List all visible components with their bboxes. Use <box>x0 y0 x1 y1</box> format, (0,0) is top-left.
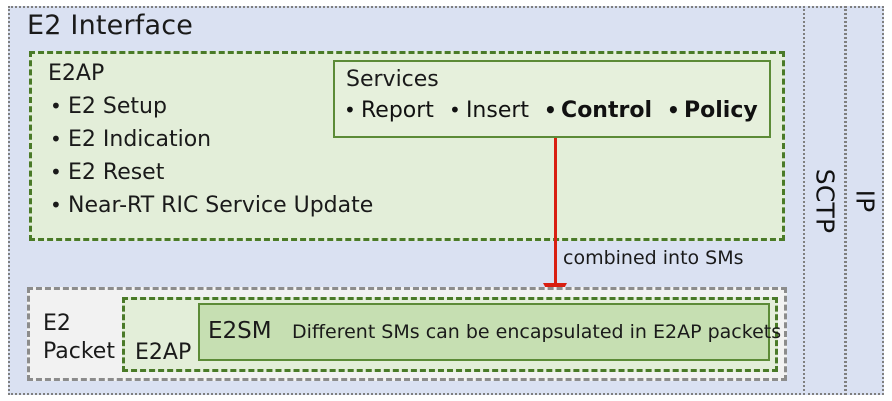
e2ap-packet-label: E2AP <box>135 340 192 365</box>
service-item-insert: Insert <box>449 98 529 123</box>
list-item: E2 Reset <box>50 156 373 189</box>
e2-packet-label-line1: E2 <box>43 311 71 336</box>
service-item-control: Control <box>544 98 652 123</box>
e2sm-box: E2SM Different SMs can be encapsulated i… <box>198 303 782 361</box>
protocol-label-sctp: SCTP <box>810 168 839 233</box>
e2ap-message-list: E2 Setup E2 Indication E2 Reset Near-RT … <box>50 90 373 222</box>
diagram-title: E2 Interface <box>27 10 194 41</box>
list-item: Near-RT RIC Service Update <box>50 189 373 222</box>
services-box: Services Report Insert Control Policy <box>333 60 771 138</box>
list-item: E2 Indication <box>50 123 373 156</box>
service-item-report: Report <box>344 98 434 123</box>
flow-arrow-shaft <box>554 138 557 286</box>
e2-packet-label-line2: Packet <box>43 339 115 364</box>
e2sm-description: Different SMs can be encapsulated in E2A… <box>292 321 782 343</box>
services-item-list: Report Insert Control Policy <box>344 98 773 123</box>
service-item-policy: Policy <box>667 98 758 123</box>
list-item: E2 Setup <box>50 90 373 123</box>
protocol-column-sctp: SCTP <box>803 6 846 395</box>
flow-arrow-label: combined into SMs <box>563 247 744 269</box>
protocol-column-ip: IP <box>845 6 884 395</box>
protocol-label-ip: IP <box>850 189 879 212</box>
e2ap-box-title: E2AP <box>48 61 105 86</box>
e2sm-label: E2SM <box>208 318 272 344</box>
services-box-title: Services <box>346 67 439 92</box>
e2-packet-label: E2 Packet <box>43 310 115 366</box>
